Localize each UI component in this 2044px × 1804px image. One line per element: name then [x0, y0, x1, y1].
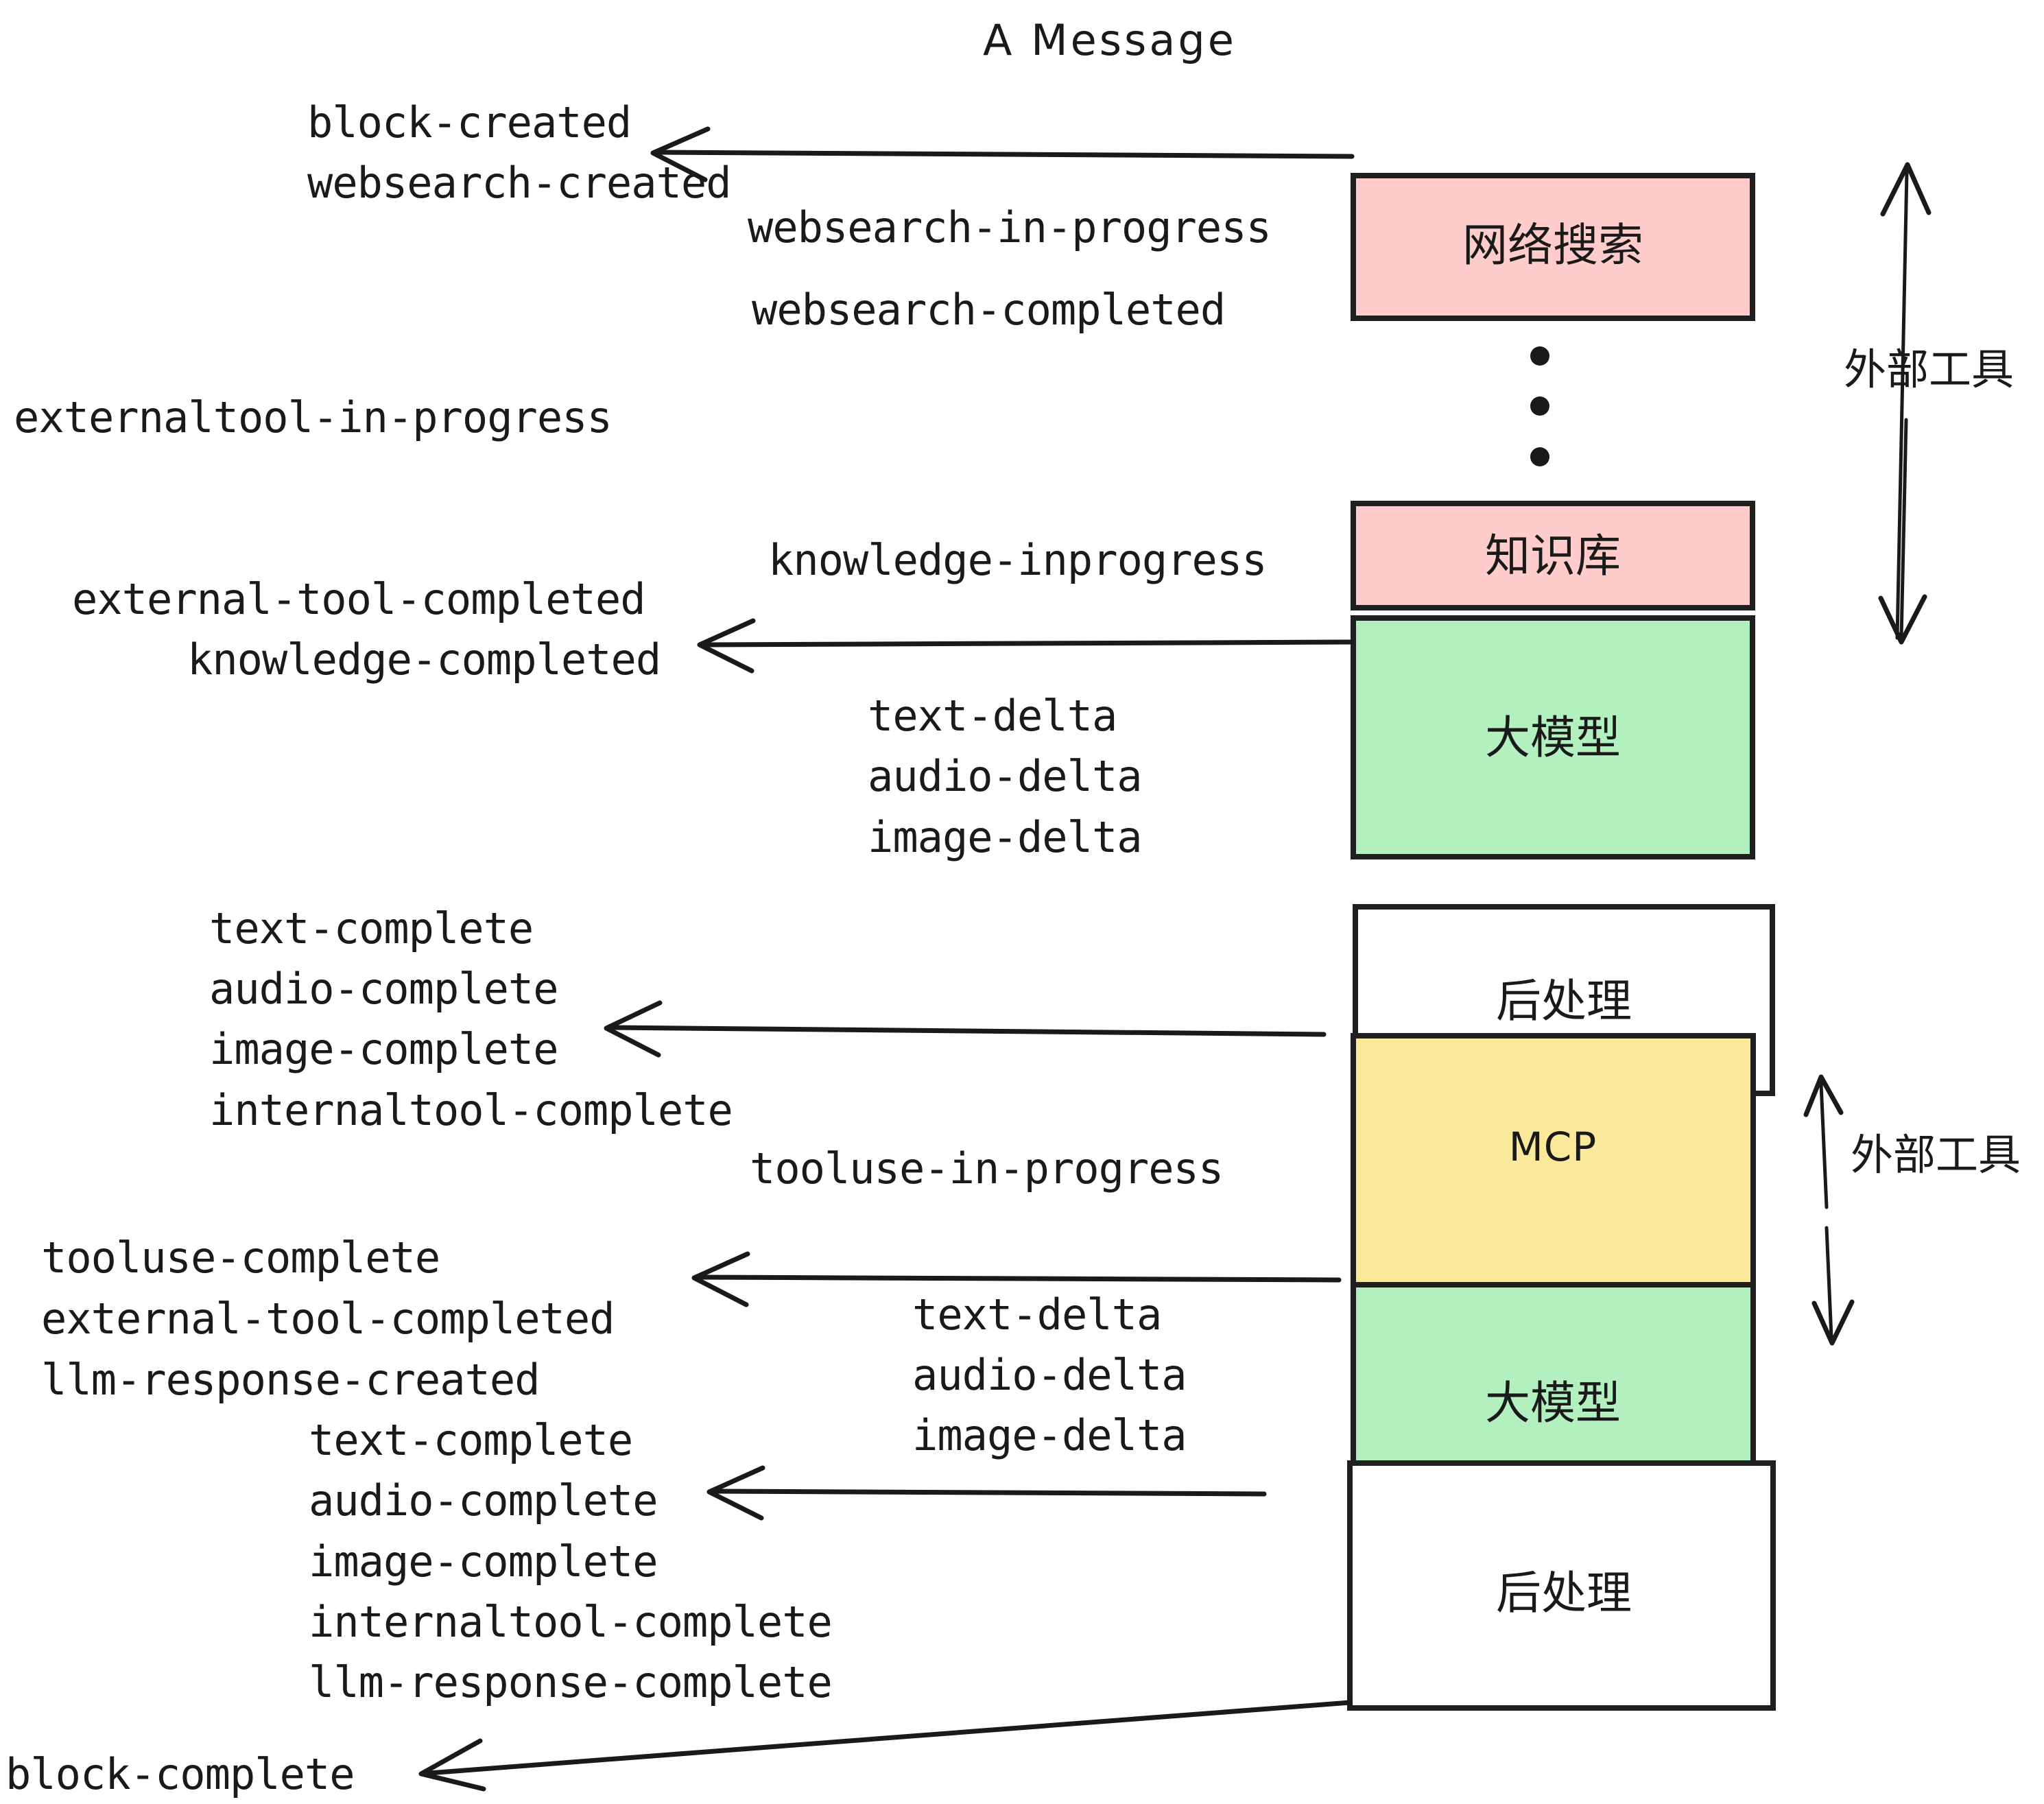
event-image-complete-2: image-complete [309, 1536, 658, 1587]
arrow-knowledge-completed [697, 618, 1355, 674]
event-text-delta-1: text-delta [868, 691, 1117, 741]
box-mcp-label: MCP [1509, 1124, 1597, 1170]
event-text-complete-1: text-complete [209, 903, 533, 953]
box-postprocess-bottom [1347, 1460, 1776, 1711]
event-image-delta-2: image-delta [912, 1410, 1187, 1460]
event-audio-complete-1: audio-complete [209, 964, 558, 1014]
box-llm-bottom-label: 大模型 [1485, 1377, 1621, 1429]
event-image-complete-1: image-complete [209, 1024, 558, 1074]
event-image-delta-1: image-delta [868, 812, 1142, 862]
box-knowledge-label: 知识库 [1485, 530, 1621, 582]
event-knowledge-inprogress: knowledge-inprogress [768, 535, 1267, 585]
event-llm-response-created: llm-response-created [41, 1355, 540, 1405]
box-knowledge [1351, 501, 1755, 610]
box-websearch [1351, 173, 1755, 321]
box-llm-top [1351, 615, 1755, 859]
arrow-tooluse-complete [691, 1251, 1342, 1307]
event-websearch-in-progress: websearch-in-progress [748, 202, 1271, 252]
external-tool-label-top: 外部工具 [1844, 344, 2014, 394]
external-tool-bracket-bottom [1803, 1074, 1855, 1346]
event-tooluse-in-progress: tooluse-in-progress [750, 1143, 1223, 1194]
event-text-delta-2: text-delta [912, 1290, 1161, 1340]
box-llm-top-label: 大模型 [1485, 711, 1621, 764]
arrow-image-complete [604, 1000, 1327, 1058]
event-text-complete-2: text-complete [309, 1415, 632, 1465]
event-audio-delta-2: audio-delta [912, 1350, 1187, 1400]
box-postprocess-top-label: 后处理 [1496, 975, 1632, 1028]
arrow-block-created [650, 126, 1355, 182]
vertical-ellipsis [1530, 346, 1549, 466]
event-external-tool-completed-1: external-tool-completed [72, 574, 645, 624]
event-websearch-completed: websearch-completed [752, 285, 1225, 335]
event-tooluse-complete: tooluse-complete [41, 1233, 440, 1283]
event-internaltool-complete-2: internaltool-complete [309, 1597, 832, 1647]
event-websearch-created: websearch-created [307, 158, 731, 208]
event-external-tool-completed-2: external-tool-completed [41, 1294, 615, 1344]
event-block-created: block-created [307, 97, 631, 147]
external-tool-label-bottom: 外部工具 [1851, 1130, 2021, 1180]
event-block-complete: block-complete [5, 1749, 355, 1799]
event-audio-delta-1: audio-delta [868, 751, 1142, 801]
event-internaltool-complete-1: internaltool-complete [209, 1085, 733, 1135]
arrow-block-complete [418, 1700, 1353, 1792]
box-postprocess-bottom-label: 后处理 [1496, 1567, 1632, 1619]
event-audio-complete-2: audio-complete [309, 1475, 658, 1526]
box-websearch-label: 网络搜索 [1462, 219, 1643, 272]
page-title: A Message [983, 15, 1237, 65]
external-tool-bracket-top [1878, 162, 1932, 645]
event-externaltool-in-progress: externaltool-in-progress [14, 392, 612, 442]
event-knowledge-completed: knowledge-completed [187, 634, 661, 685]
event-llm-response-complete: llm-response-complete [309, 1657, 832, 1707]
arrow-audio-complete [706, 1465, 1267, 1521]
